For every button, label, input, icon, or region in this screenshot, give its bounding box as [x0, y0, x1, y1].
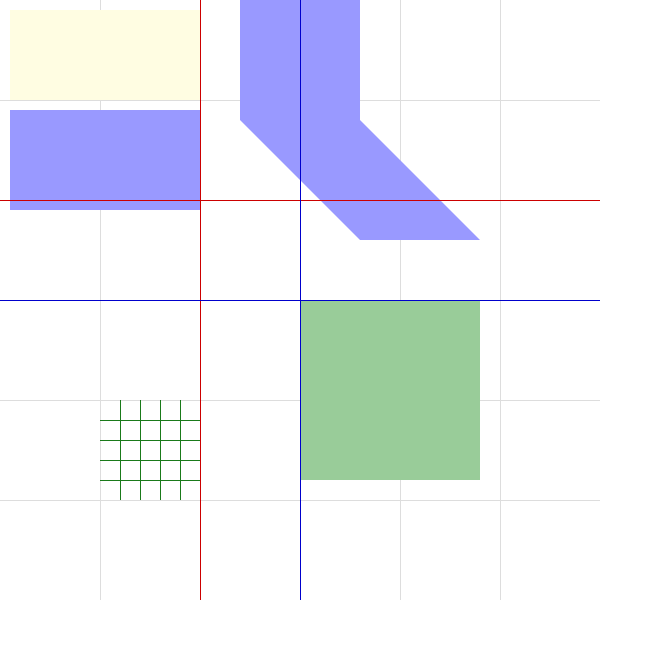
blue-axes [0, 0, 600, 600]
cream-rectangle [10, 10, 200, 100]
small-green-grid [100, 400, 200, 500]
blue-rectangle [10, 110, 200, 210]
blue-bent-shape [240, 0, 480, 240]
green-square [300, 300, 480, 480]
